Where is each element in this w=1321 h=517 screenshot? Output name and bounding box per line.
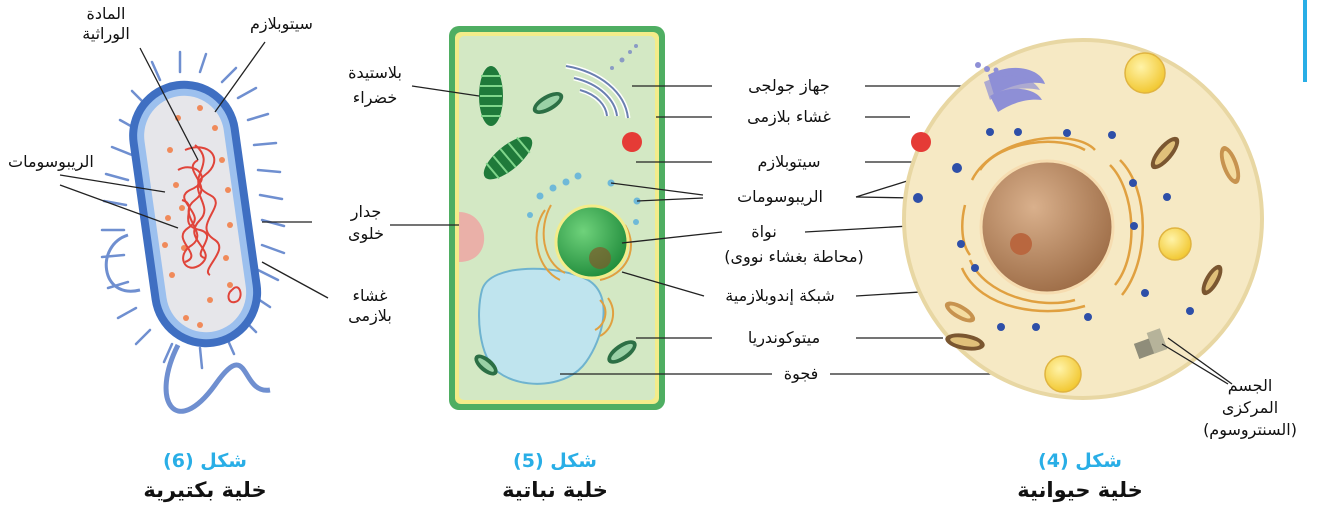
label-bacteria-ribosomes: الريبوسومات bbox=[8, 152, 94, 172]
chloroplast bbox=[479, 66, 503, 126]
label-cytoplasm: سيتوبلازم bbox=[714, 152, 864, 172]
label-er: شبكة إندوبلازمية bbox=[704, 286, 856, 306]
bacterial-cell bbox=[60, 42, 328, 411]
label-centrosome-line2: المركزى bbox=[1190, 398, 1310, 418]
label-plasma-membrane: غشاء بلازمى bbox=[714, 107, 864, 127]
label-genetic-material-line2: الوراثية bbox=[66, 24, 146, 44]
label-genetic-material-line1: المادة bbox=[66, 4, 146, 24]
label-vacuole: فجوة bbox=[772, 364, 830, 384]
animal-cell bbox=[904, 40, 1262, 398]
label-golgi: جهاز جولجى bbox=[714, 76, 864, 96]
caption-fig4-number: شكل (4) bbox=[1015, 450, 1145, 472]
caption-fig4-name: خلية حيوانية bbox=[985, 478, 1175, 502]
label-mitochondria: ميتوكوندريا bbox=[712, 328, 856, 348]
caption-fig6-name: خلية بكتيرية bbox=[110, 478, 300, 502]
animal-red-vesicle bbox=[911, 132, 931, 152]
plant-cell bbox=[390, 26, 665, 410]
label-chloroplast-line2: خضراء bbox=[338, 88, 412, 108]
label-ribosomes: الريبوسومات bbox=[704, 187, 856, 207]
label-nucleus-note: (محاطة بغشاء نووى) bbox=[704, 247, 884, 267]
label-bacteria-membrane-line1: غشاء bbox=[340, 286, 400, 306]
label-chloroplast-line1: بلاستيدة bbox=[338, 63, 412, 83]
label-bacteria-cytoplasm: سيتوبلازم bbox=[250, 14, 313, 34]
caption-fig6-number: شكل (6) bbox=[140, 450, 270, 472]
animal-nucleolus bbox=[1010, 233, 1032, 255]
label-centrosome-line1: الجسم bbox=[1190, 376, 1310, 396]
animal-nucleus bbox=[981, 161, 1113, 293]
caption-fig5-number: شكل (5) bbox=[490, 450, 620, 472]
label-cell-wall-line1: جدار bbox=[342, 202, 390, 222]
accent-bar bbox=[1303, 0, 1307, 82]
flagellum bbox=[166, 345, 270, 411]
label-centrosome-line3: (السنتروسوم) bbox=[1180, 420, 1320, 440]
plant-nucleus bbox=[556, 206, 628, 278]
plant-nucleolus bbox=[589, 247, 611, 269]
label-nucleus: نواة bbox=[724, 222, 804, 242]
label-cell-wall-line2: خلوى bbox=[342, 224, 390, 244]
label-bacteria-membrane-line2: بلازمى bbox=[340, 306, 400, 326]
caption-fig5-name: خلية نباتية bbox=[460, 478, 650, 502]
plant-red-vesicle bbox=[622, 132, 642, 152]
